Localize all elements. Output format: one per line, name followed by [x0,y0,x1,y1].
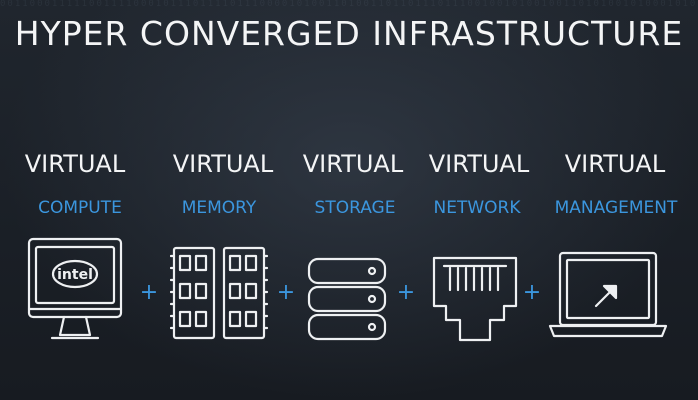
item-label-network: NETWORK [433,198,521,218]
diagram-title: HYPER CONVERGED INFRASTRUCTURE [14,14,684,53]
desktop-monitor-icon: intel [27,237,123,340]
item-heading-management: VIRTUAL [564,150,666,178]
plus-separator: + [522,280,542,305]
plus-separator: + [396,280,416,305]
item-heading-storage: VIRTUAL [302,150,404,178]
plus-separator: + [276,280,296,305]
item-label-compute: COMPUTE [38,198,122,218]
item-label-memory: MEMORY [181,198,257,218]
storage-server-stack-icon [307,257,387,341]
plus-separator: + [139,280,159,305]
item-label-storage: STORAGE [314,198,396,218]
laptop-cursor-icon [548,251,668,338]
network-port-icon [432,256,518,342]
item-heading-memory: VIRTUAL [172,150,274,178]
intel-logo: intel [57,267,93,283]
item-heading-compute: VIRTUAL [24,150,126,178]
memory-modules-icon [170,246,269,340]
item-heading-network: VIRTUAL [428,150,530,178]
item-label-management: MANAGEMENT [554,198,678,218]
